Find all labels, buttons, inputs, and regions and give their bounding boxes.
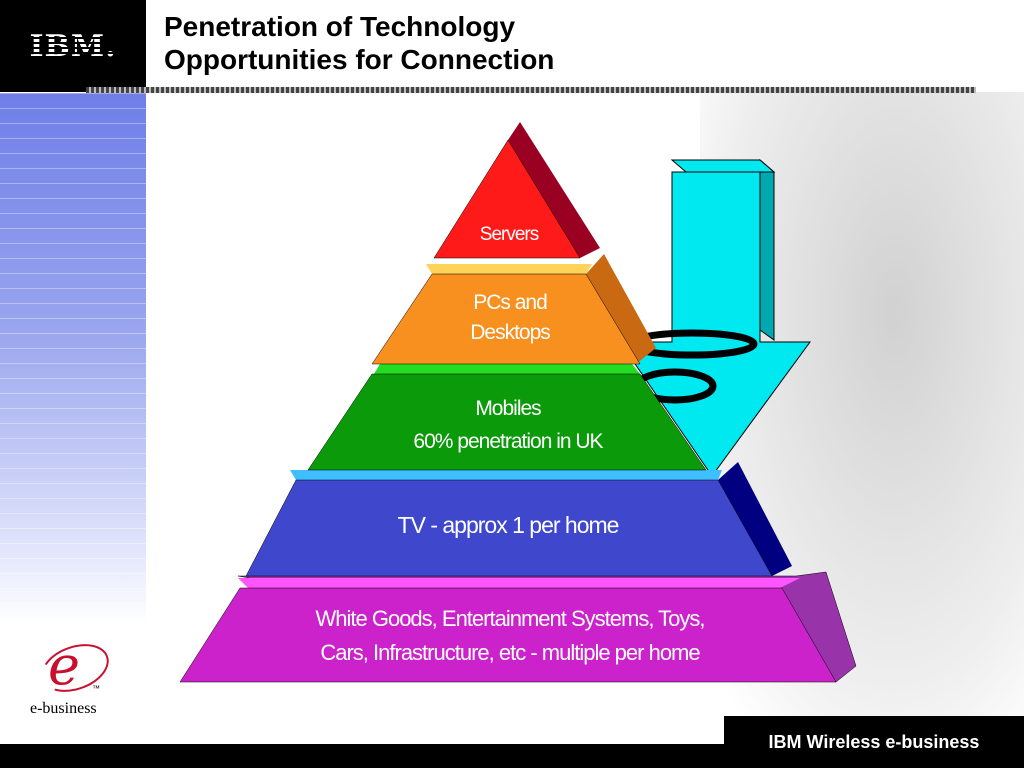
- tier-label-mobiles: Mobiles 60% penetration in UK: [350, 392, 666, 458]
- tier-label-servers: Servers: [434, 220, 584, 250]
- footer-box: IBM Wireless e-business: [724, 716, 1024, 768]
- ibm-logo-text: IBM.: [29, 28, 117, 64]
- tier-label-pcs: PCs and Desktops: [410, 288, 610, 348]
- tier-label-mobiles-line-1: Mobiles: [475, 397, 541, 420]
- tier-label-tv-line-1: TV - approx 1 per home: [397, 512, 620, 538]
- pyramid-tier-pcs: [371, 254, 656, 365]
- title-line-1: Penetration of Technology: [164, 11, 516, 42]
- ebusiness-label: e-business: [30, 700, 97, 717]
- ebusiness-logo-icon: e: [48, 634, 80, 697]
- tier-label-pcs-line-2: Desktops: [470, 321, 551, 344]
- tier-label-pcs-line-1: PCs and: [473, 291, 548, 314]
- pyramid-tier-mobiles: [307, 364, 707, 471]
- arrow-shaft-side: [759, 158, 775, 341]
- tier-label-servers-line-1: Servers: [479, 224, 539, 245]
- ibm-logo: IBM.: [0, 0, 146, 92]
- tier-label-white-goods: White Goods, Entertainment Systems, Toys…: [230, 602, 790, 670]
- footer-text: IBM Wireless e-business: [768, 731, 980, 752]
- tier-label-tv: TV - approx 1 per home: [300, 510, 716, 540]
- pyramid-tier-white-goods: [179, 571, 857, 683]
- trademark-symbol: ™: [92, 684, 100, 693]
- title-line-2: Opportunities for Connection: [164, 44, 555, 75]
- title-divider: [86, 87, 976, 93]
- pyramid-tier-servers: [433, 122, 600, 259]
- page-title: Penetration of Technology Opportunities …: [164, 10, 554, 76]
- tier-label-white-goods-line-2: Cars, Infrastructure, etc - multiple per…: [320, 640, 700, 665]
- pyramid-tier-tv: [245, 462, 792, 577]
- tier-label-mobiles-line-2: 60% penetration in UK: [413, 430, 603, 453]
- arrow-shaft-top: [670, 159, 776, 173]
- left-gradient-band: [0, 93, 146, 623]
- tier-label-white-goods-line-1: White Goods, Entertainment Systems, Toys…: [315, 606, 706, 631]
